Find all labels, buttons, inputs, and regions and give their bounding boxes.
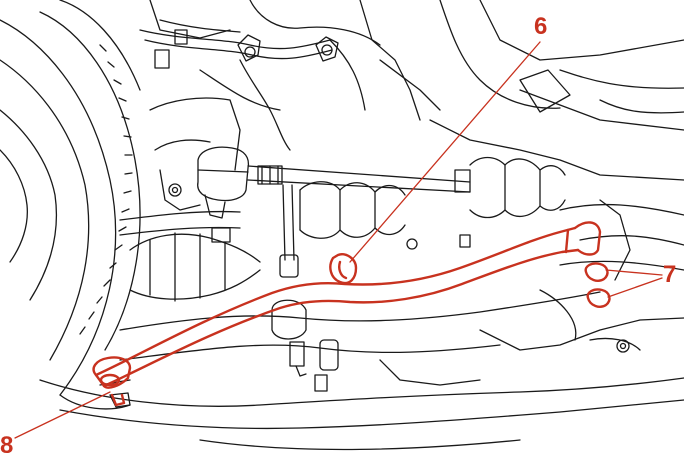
- cv-boot: [129, 232, 261, 302]
- upper-body-contours: [59, 0, 684, 181]
- crossmember: [539, 199, 684, 341]
- steering-knuckle: [119, 97, 241, 243]
- callout-7: 7: [663, 261, 677, 288]
- stabilizer-link: [271, 184, 339, 392]
- callout-8: 8: [0, 432, 14, 459]
- steering-rack-boots: [299, 156, 566, 239]
- leader-8: [14, 391, 111, 439]
- cable-clips: [237, 34, 339, 62]
- tie-rod: [247, 165, 471, 193]
- hoses-and-cables: [139, 19, 441, 151]
- lower-control-arm: [39, 234, 684, 451]
- leader-7-upper: [605, 269, 663, 276]
- callout-6: 6: [534, 13, 548, 40]
- callout-leaders: [14, 41, 663, 439]
- leader-7-lower: [607, 277, 663, 298]
- stabilizer-bar-highlight: [92, 221, 611, 407]
- tie-rod-end: [197, 146, 250, 219]
- leader-6: [349, 41, 541, 263]
- brake-disc: [0, 11, 141, 410]
